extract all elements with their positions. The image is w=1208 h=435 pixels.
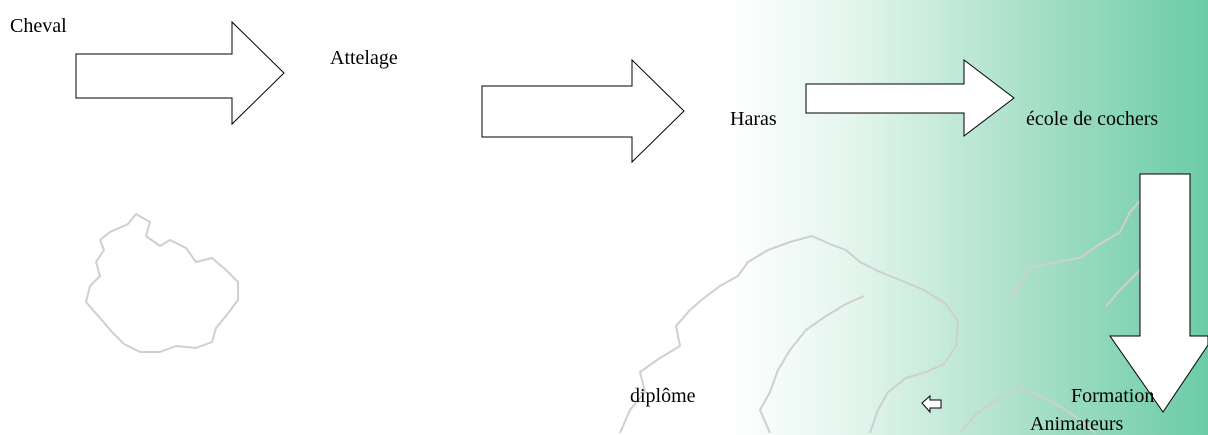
label-cheval: Cheval bbox=[10, 15, 67, 37]
mainland-map-outline bbox=[619, 235, 959, 433]
label-animateurs: Animateurs bbox=[1030, 413, 1124, 435]
arrow-right-icon bbox=[481, 58, 685, 164]
label-formation: Formation bbox=[1071, 385, 1155, 407]
label-attelage: Attelage bbox=[330, 47, 398, 69]
label-ecole-de-cochers: école de cochers bbox=[1026, 108, 1159, 130]
peninsula-map-outline bbox=[759, 295, 865, 433]
arrow-down-icon bbox=[1109, 173, 1208, 413]
south-map-outline bbox=[959, 387, 1097, 433]
label-haras: Haras bbox=[730, 108, 777, 130]
arrow-left-icon bbox=[921, 394, 942, 414]
island-map-outline bbox=[85, 213, 239, 353]
arrow-right-icon bbox=[805, 58, 1015, 138]
label-diplome: diplôme bbox=[630, 385, 696, 407]
arrow-right-icon bbox=[75, 20, 285, 126]
